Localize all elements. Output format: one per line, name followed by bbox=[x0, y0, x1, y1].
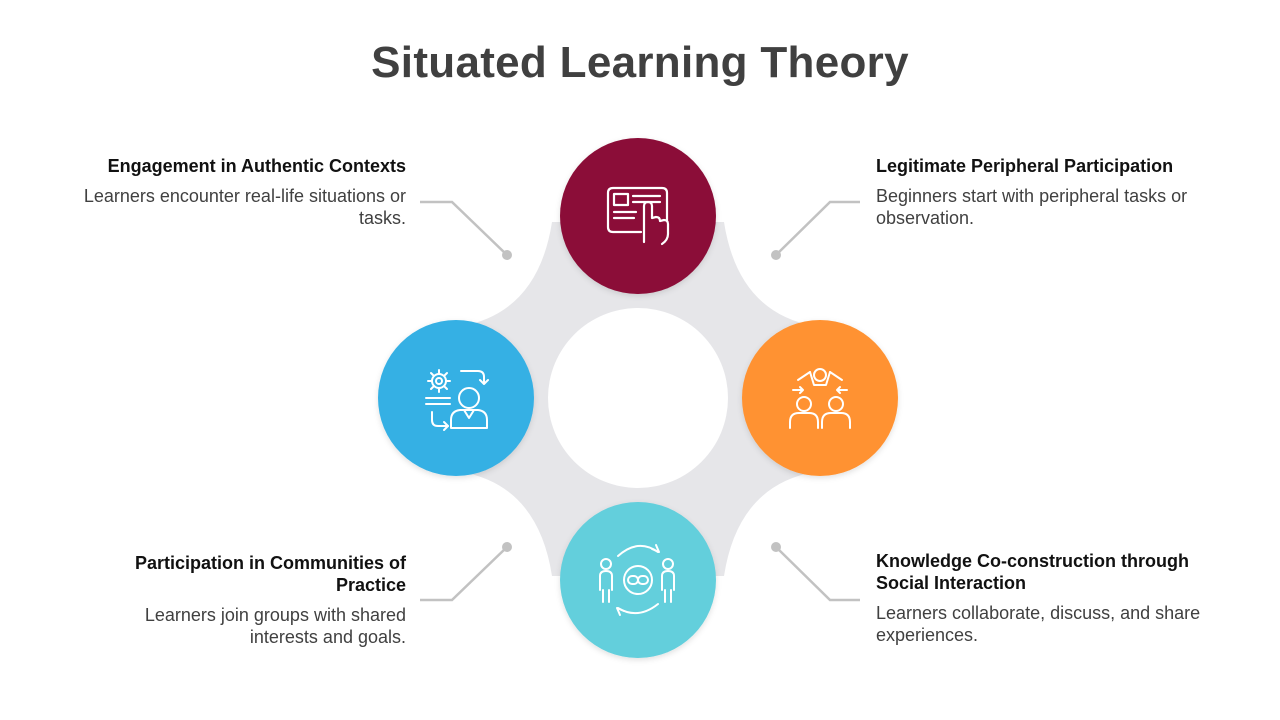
item-description: Learners encounter real-life situations … bbox=[83, 186, 406, 228]
item-heading: Engagement in Authentic Contexts bbox=[107, 156, 406, 176]
connector-bottom-right bbox=[775, 546, 860, 602]
user-process-icon bbox=[425, 369, 489, 431]
touch-screen-icon bbox=[606, 186, 670, 246]
connector-dot-top-right bbox=[771, 250, 781, 260]
connector-dot-bottom-right bbox=[771, 542, 781, 552]
item-knowledge-co-construction: Knowledge Co-construction through Social… bbox=[876, 550, 1206, 646]
circle-top bbox=[560, 138, 716, 294]
item-description: Learners collaborate, discuss, and share… bbox=[876, 603, 1201, 645]
item-heading: Legitimate Peripheral Participation bbox=[876, 156, 1174, 176]
connector-top-right bbox=[775, 200, 860, 256]
item-legitimate-peripheral-participation: Legitimate Peripheral Participation Begi… bbox=[876, 155, 1206, 229]
hub-center bbox=[548, 308, 728, 488]
item-engagement-authentic-contexts: Engagement in Authentic Contexts Learner… bbox=[76, 155, 406, 229]
connector-dot-bottom-left bbox=[502, 542, 512, 552]
item-description: Learners join groups with shared interes… bbox=[144, 605, 406, 647]
group-people-icon bbox=[789, 368, 851, 429]
connector-top-left bbox=[420, 200, 508, 256]
circle-right bbox=[742, 320, 898, 476]
item-description: Beginners start with peripheral tasks or… bbox=[876, 186, 1188, 228]
page-title: Situated Learning Theory bbox=[371, 38, 909, 87]
connector-dot-top-left bbox=[502, 250, 512, 260]
circle-left bbox=[378, 320, 534, 476]
item-communities-of-practice: Participation in Communities of Practice… bbox=[76, 552, 406, 648]
connector-bottom-left bbox=[420, 546, 508, 602]
item-heading: Knowledge Co-construction through Social… bbox=[876, 551, 1189, 593]
item-heading: Participation in Communities of Practice bbox=[134, 553, 406, 595]
people-exchange-icon bbox=[599, 544, 675, 616]
